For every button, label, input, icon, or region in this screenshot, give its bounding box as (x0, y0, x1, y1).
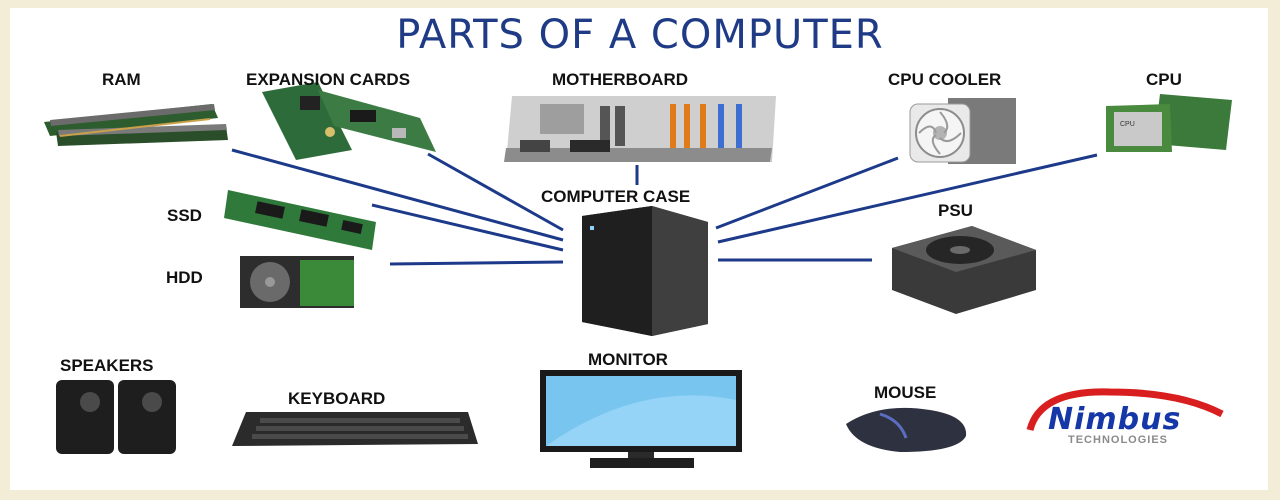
psu-image (892, 226, 1036, 314)
diagram-title: PARTS OF A COMPUTER (396, 12, 884, 58)
label-mouse: MOUSE (874, 383, 937, 402)
cpu-image: CPU (1106, 94, 1232, 152)
label-ram: RAM (102, 70, 141, 89)
ram-image (44, 104, 228, 146)
speakers-image (56, 380, 176, 454)
connectors (231, 148, 1098, 266)
label-motherboard: MOTHERBOARD (552, 70, 688, 89)
expansion-cards-image (262, 82, 436, 160)
label-speakers: SPEAKERS (60, 356, 154, 375)
connector-ssd (371, 203, 564, 252)
connector-hdd (389, 260, 564, 266)
label-keyboard: KEYBOARD (288, 389, 386, 408)
connector-cpu-cooler (715, 156, 899, 230)
connector-cpu (717, 153, 1098, 244)
label-psu: PSU (938, 201, 973, 220)
label-computer-case: COMPUTER CASE (541, 187, 691, 206)
svg-text:CPU: CPU (1120, 121, 1135, 128)
keyboard-image (232, 412, 478, 446)
computer-case-image (582, 206, 708, 336)
connector-ram (231, 148, 564, 242)
label-monitor: MONITOR (588, 350, 668, 369)
cpu-cooler-image (909, 98, 1016, 164)
label-hdd: HDD (166, 268, 203, 287)
monitor-image (540, 370, 742, 468)
label-expansion-cards: EXPANSION CARDS (246, 70, 411, 89)
nimbus-logo-tagline: TECHNOLOGIES (1068, 434, 1169, 446)
nimbus-logo-swoosh (1026, 388, 1224, 432)
label-cpu-cooler: CPU COOLER (888, 70, 1002, 89)
motherboard-image (504, 96, 776, 162)
ssd-image (224, 190, 376, 250)
hdd-image (240, 256, 354, 308)
nimbus-logo-name: Nimbus (1048, 402, 1182, 437)
label-cpu: CPU (1146, 70, 1182, 89)
connector-expansion-cards (427, 152, 564, 232)
mouse-image (846, 407, 967, 452)
label-ssd: SSD (167, 206, 202, 225)
